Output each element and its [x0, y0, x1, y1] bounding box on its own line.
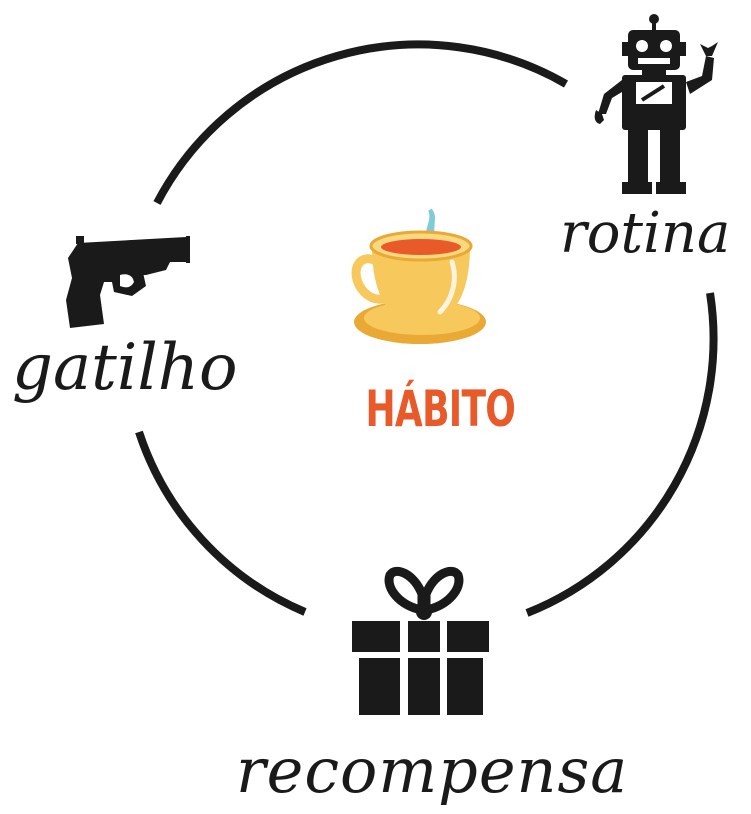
cycle-ring — [135, 40, 718, 617]
routine-label: rotina — [560, 201, 731, 266]
trigger-label: gatilho — [12, 331, 238, 405]
gift-box-icon — [352, 566, 489, 715]
ring-arc-right — [525, 292, 718, 617]
robot-icon — [594, 14, 718, 194]
habit-label: HÁBITO — [365, 380, 516, 438]
coffee-cup-icon — [351, 208, 486, 344]
ring-arc-bottom-left — [135, 430, 307, 616]
ring-arc-top — [153, 40, 568, 205]
reward-label: recompensa — [236, 734, 629, 807]
pistol-icon — [66, 236, 190, 328]
